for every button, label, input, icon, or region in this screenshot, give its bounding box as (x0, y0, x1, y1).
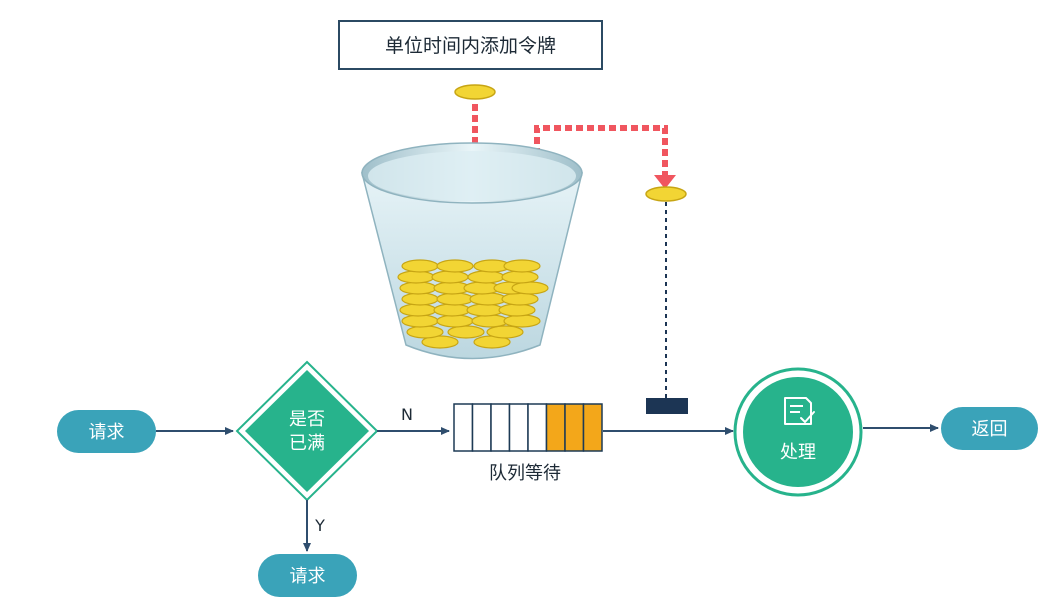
rejected-request-node[interactable]: 请求 (258, 554, 357, 597)
coin (501, 292, 539, 306)
request-node[interactable]: 请求 (57, 410, 156, 453)
coin (467, 270, 505, 284)
coin (498, 303, 536, 317)
queue-slot-empty (508, 403, 529, 452)
queue-slot-empty (453, 403, 474, 452)
wait-queue (453, 403, 603, 452)
decision-label-line1: 是否 (289, 409, 325, 430)
coin (401, 259, 439, 273)
edge-yes-label: Y (314, 516, 325, 535)
return-node-label: 返回 (972, 419, 1008, 440)
coin (436, 292, 474, 306)
coin (471, 314, 509, 328)
gate-bar (646, 398, 688, 414)
token-rate-label: 单位时间内添加令牌 (385, 35, 556, 57)
coin (469, 292, 507, 306)
request-node-label: 请求 (89, 422, 125, 443)
coin (399, 303, 437, 317)
return-node[interactable]: 返回 (941, 407, 1038, 450)
coin (433, 303, 471, 317)
coin (436, 259, 474, 273)
coin (431, 270, 469, 284)
document-check-icon (784, 397, 815, 425)
queue-slot-filled (582, 403, 603, 452)
coin (486, 325, 524, 339)
process-node[interactable]: 处理 (733, 367, 863, 497)
coin (401, 292, 439, 306)
queue-label: 队列等待 (489, 463, 561, 484)
incoming-token (454, 84, 496, 100)
coin (501, 270, 539, 284)
bucket-coins (397, 259, 549, 349)
decision-node: 是否 已满 (235, 360, 379, 502)
coin (447, 325, 485, 339)
queue-slot-filled (545, 403, 566, 452)
coin (511, 281, 549, 295)
edge-no-label: N (401, 405, 413, 424)
token-rate-box: 单位时间内添加令牌 (338, 20, 603, 70)
coin (466, 303, 504, 317)
coin (436, 314, 474, 328)
rejected-request-label: 请求 (290, 566, 326, 587)
queue-slot-empty (490, 403, 511, 452)
coin (401, 314, 439, 328)
decision-label-line2: 已满 (289, 433, 325, 454)
token-bucket (361, 142, 583, 360)
coin (503, 259, 541, 273)
queue-slot-empty (527, 403, 548, 452)
coin (406, 325, 444, 339)
process-node-label: 处理 (780, 442, 816, 463)
queue-slot-filled (564, 403, 585, 452)
coin (397, 270, 435, 284)
queue-slot-empty (471, 403, 492, 452)
gate-token (645, 186, 687, 202)
token-take-path (534, 125, 676, 189)
coin (399, 281, 437, 295)
coin (421, 335, 459, 349)
coin (503, 314, 541, 328)
